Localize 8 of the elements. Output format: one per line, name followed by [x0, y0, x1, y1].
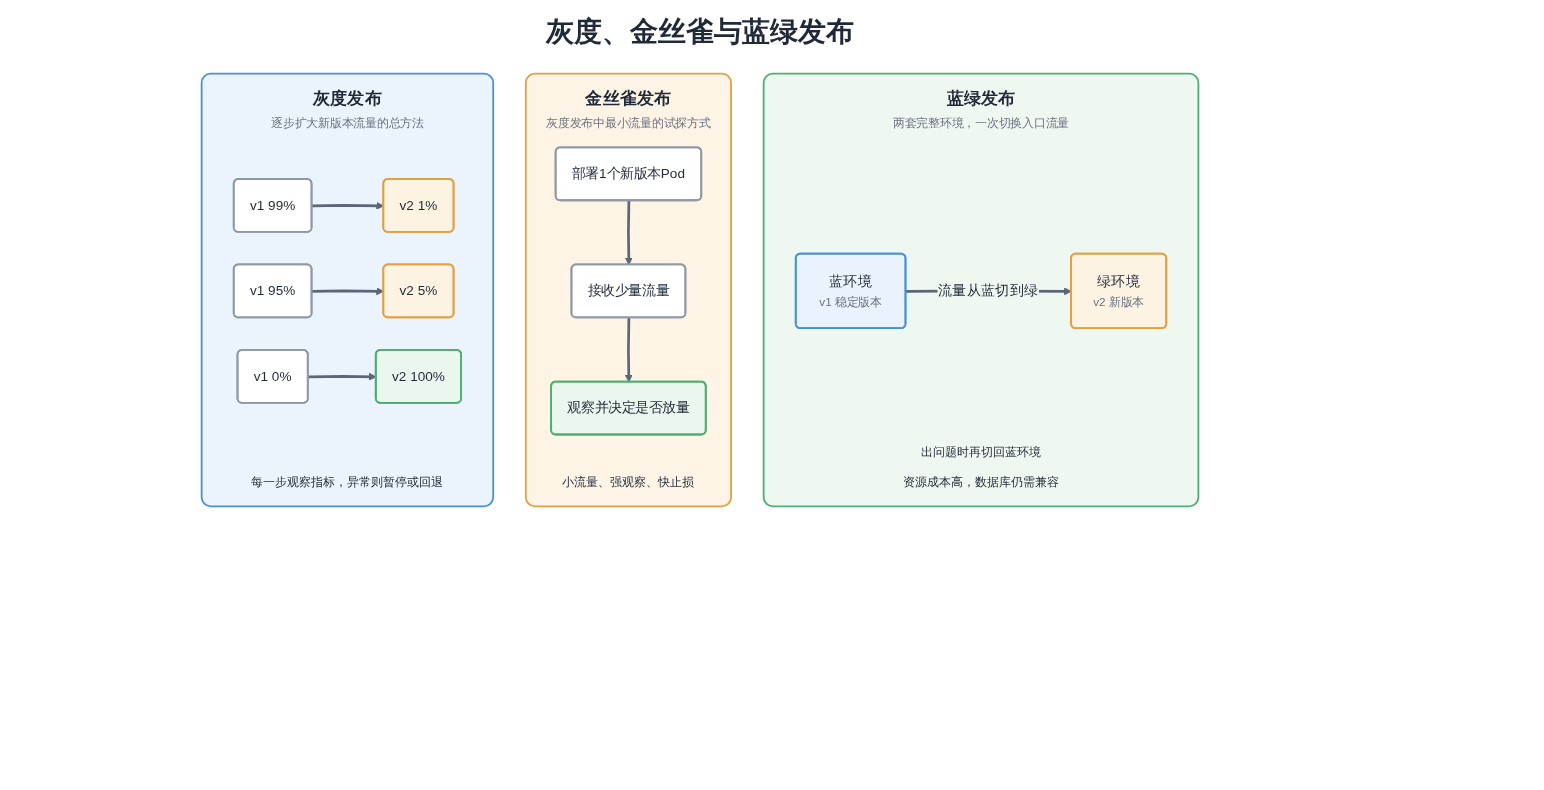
arrow — [624, 317, 633, 383]
note-text: 每一步观察指标，异常则暂停或回退 — [251, 475, 444, 489]
arrow — [624, 200, 633, 266]
edge-label: 流量从蓝切到绿 — [937, 282, 1039, 299]
note-text: 小流量、强观察、快止损 — [562, 475, 695, 489]
note-text: 出问题时再切回蓝环境 — [921, 444, 1041, 458]
note-text: 资源成本高，数据库仍需兼容 — [903, 475, 1059, 489]
diagram-title: 灰度、金丝雀与蓝绿发布 — [544, 15, 855, 49]
